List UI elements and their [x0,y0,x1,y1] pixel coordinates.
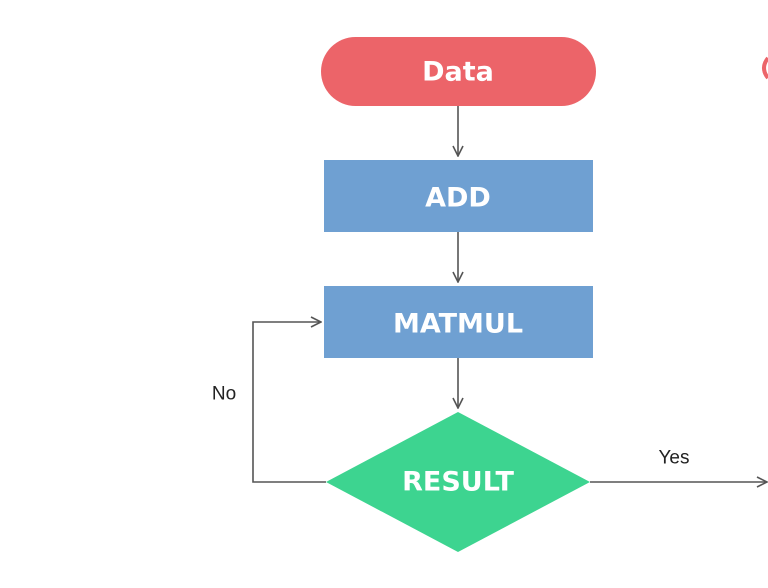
node-add-shape [324,160,593,232]
node-matmul-shape [324,286,593,358]
node-data-shape [321,37,596,106]
edge-no-loop [252,322,326,483]
node-matmul-label: MATMUL [393,309,523,340]
edge-label-no: No [212,384,236,405]
edge-label-yes: Yes [659,448,690,469]
node-result[interactable]: RESULT [326,412,590,552]
node-matmul[interactable]: MATMUL [324,286,593,358]
offscreen-node-edge [762,56,768,80]
node-add-label: ADD [425,183,491,214]
node-data[interactable]: Data [321,37,596,106]
node-add[interactable]: ADD [324,160,593,232]
node-data-label: Data [422,57,494,88]
node-result-label: RESULT [402,467,514,498]
node-result-shape [326,412,590,552]
